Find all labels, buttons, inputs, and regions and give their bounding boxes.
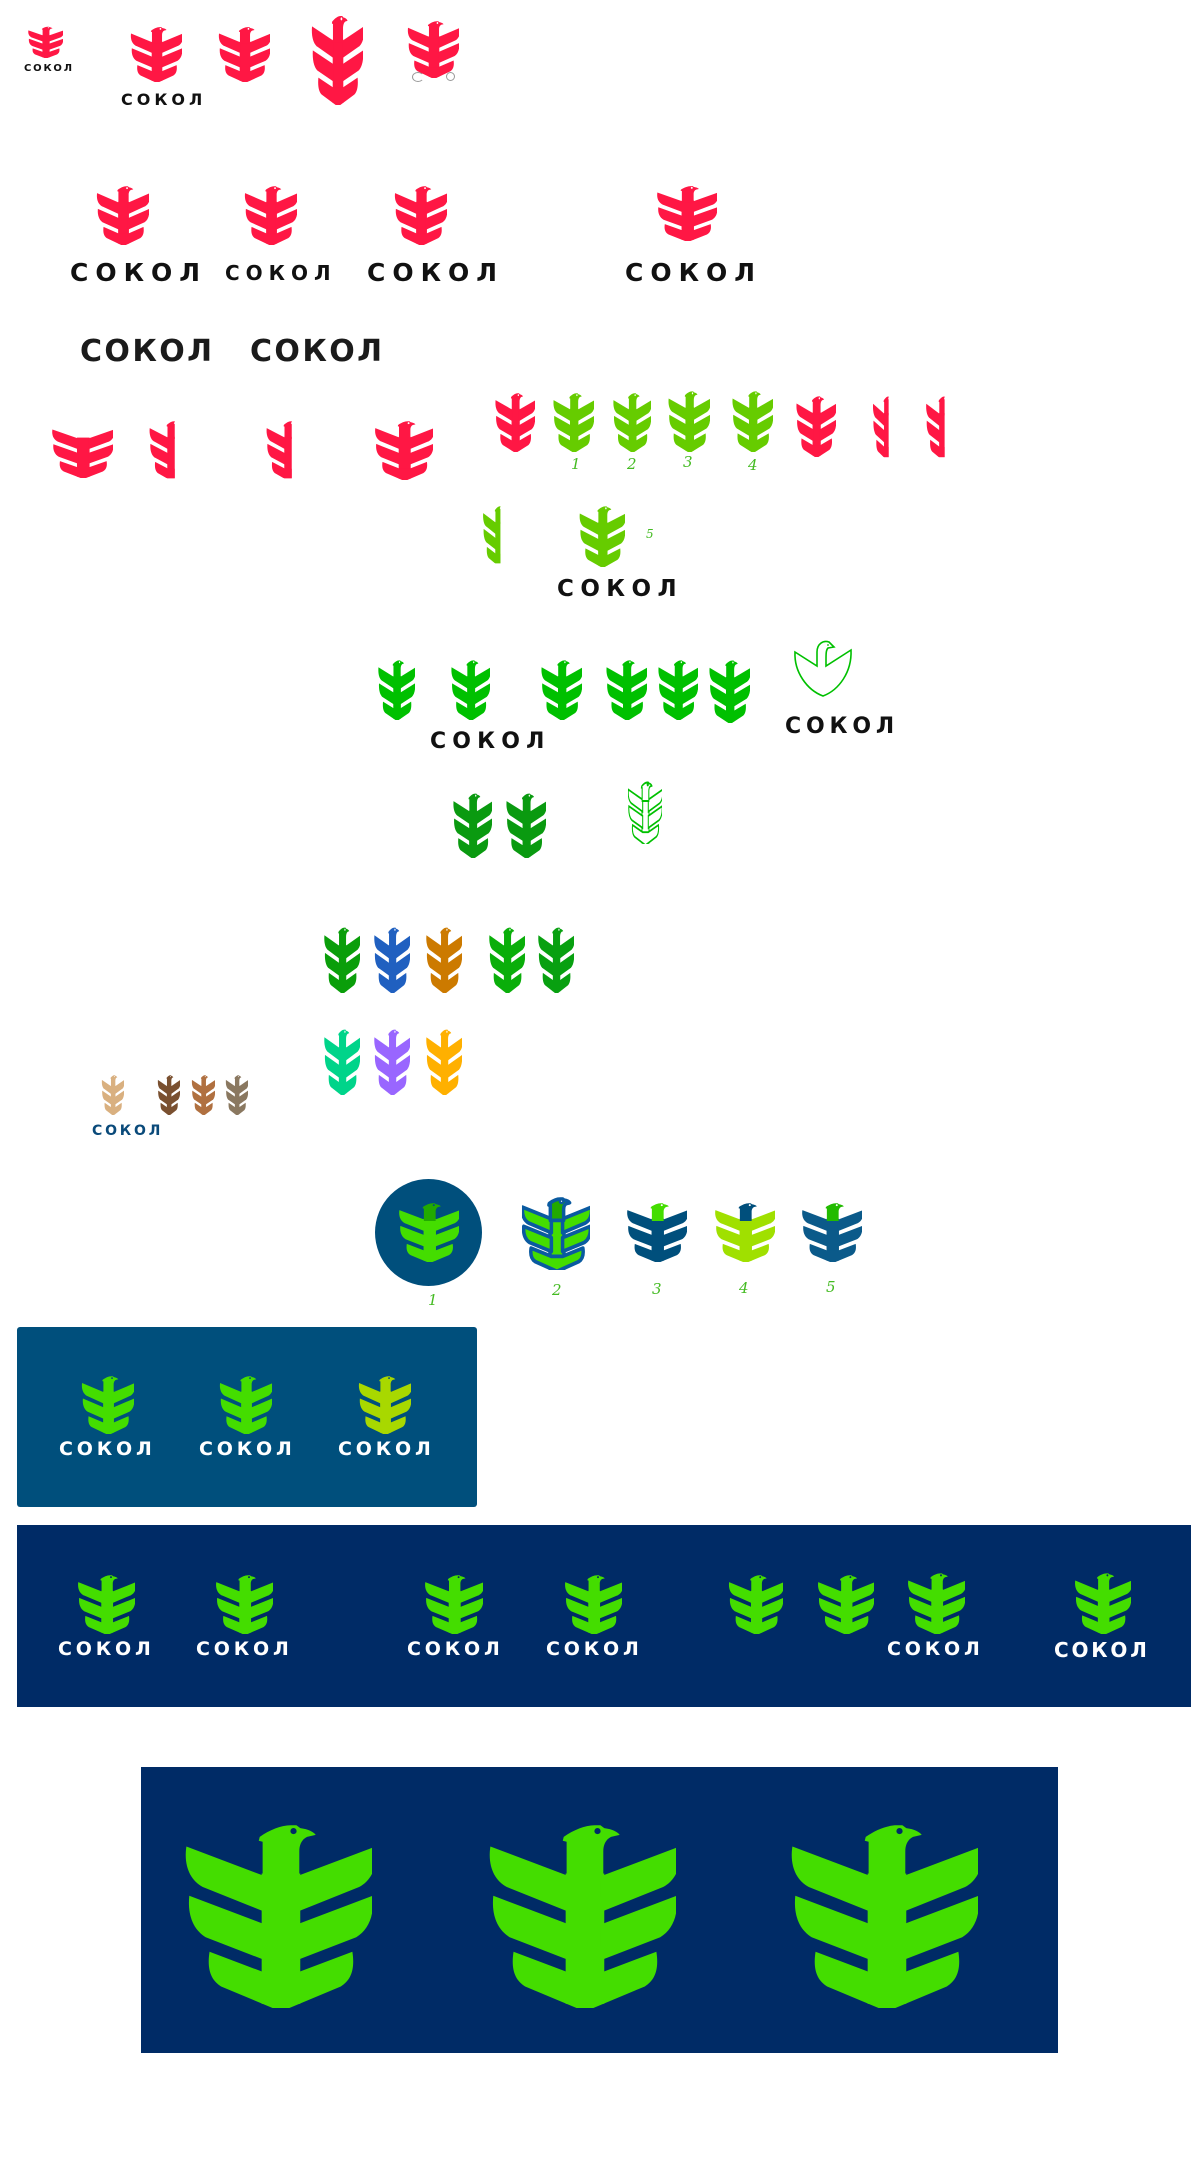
eagle-logo bbox=[505, 790, 546, 858]
eagle-logo bbox=[179, 1815, 372, 2008]
eagle-logo bbox=[357, 1373, 411, 1434]
eagle-logo bbox=[393, 183, 447, 245]
eagle-logo bbox=[494, 390, 535, 452]
eagle-logo bbox=[323, 924, 360, 993]
eagle-logo bbox=[667, 388, 710, 452]
circle-sketch-icon bbox=[412, 72, 424, 82]
eagle-logo bbox=[605, 657, 647, 720]
wordmark: СОКОЛ bbox=[546, 1638, 643, 1660]
eagle-logo bbox=[377, 657, 415, 720]
eagle-logo bbox=[563, 1572, 622, 1634]
eagle-logo bbox=[655, 183, 717, 241]
eagle-logo bbox=[452, 790, 492, 858]
eagle-logo bbox=[540, 657, 582, 720]
wordmark: СОКОЛ bbox=[557, 576, 684, 602]
eagle-logo bbox=[397, 1200, 459, 1262]
variant-label: 5 bbox=[826, 1278, 836, 1296]
wordmark: СОКОЛ bbox=[367, 258, 505, 287]
eagle-logo bbox=[816, 1572, 874, 1634]
eagle-logo bbox=[731, 388, 773, 452]
eagle-logo bbox=[157, 1073, 180, 1115]
wordmark: СОКОЛ bbox=[625, 258, 763, 287]
eagle-logo bbox=[713, 1200, 775, 1262]
eagle-outline-logo bbox=[627, 779, 662, 844]
eagle-logo bbox=[373, 924, 410, 993]
eagle-logo bbox=[243, 183, 297, 245]
eagle-half-logo bbox=[265, 418, 310, 480]
variant-label: 3 bbox=[652, 1280, 662, 1298]
wordmark: СОКОЛ bbox=[92, 1123, 164, 1139]
eagle-logo bbox=[80, 1373, 134, 1434]
eagle-logo bbox=[373, 1026, 410, 1095]
eagle-logo bbox=[406, 18, 459, 78]
eagle-half-logo bbox=[482, 503, 513, 565]
variant-label: 4 bbox=[748, 456, 758, 474]
eagle-logo bbox=[785, 1815, 978, 2008]
variant-label: 4 bbox=[739, 1279, 749, 1297]
eagle-logo bbox=[425, 1026, 462, 1095]
wordmark: СОКОЛ bbox=[121, 90, 207, 109]
eagle-logo bbox=[552, 390, 594, 452]
circle-sketch-icon bbox=[446, 72, 455, 81]
eagle-logo bbox=[612, 390, 651, 452]
wordmark: СОКОЛ bbox=[24, 63, 74, 74]
eagle-logo bbox=[373, 418, 433, 480]
eagle-logo bbox=[708, 657, 750, 723]
wordmark: СОКОЛ bbox=[430, 729, 551, 754]
eagle-logo bbox=[310, 11, 363, 105]
eagle-logo bbox=[323, 1026, 360, 1095]
eagle-logo bbox=[423, 1572, 483, 1634]
eagle-logo bbox=[727, 1572, 783, 1634]
wordmark: СОКОЛ bbox=[225, 261, 337, 285]
wings-logo bbox=[50, 420, 113, 478]
variant-label: 3 bbox=[683, 453, 693, 471]
eagle-logo bbox=[483, 1815, 676, 2008]
eagle-logo bbox=[129, 24, 182, 82]
wordmark: СОКОЛ bbox=[338, 1438, 435, 1460]
eagle-logo bbox=[795, 393, 836, 457]
eagle-logo bbox=[101, 1073, 124, 1115]
eagle-half-logo bbox=[148, 418, 193, 480]
wordmark: СОКОЛ bbox=[59, 1438, 156, 1460]
eagle-logo bbox=[906, 1570, 965, 1634]
wordmark: СОКОЛ bbox=[407, 1638, 504, 1660]
wordmark: СОКОЛ bbox=[1054, 1638, 1150, 1662]
eagle-half-logo bbox=[925, 393, 958, 459]
wordmark: СОКОЛ bbox=[199, 1438, 296, 1460]
stencil-wordmark: СОКОЛ bbox=[80, 334, 215, 369]
eagle-logo bbox=[225, 1073, 248, 1115]
eagle-logo bbox=[657, 657, 698, 720]
wordmark: СОКОЛ bbox=[58, 1638, 155, 1660]
wordmark: СОКОЛ bbox=[785, 714, 900, 739]
wordmark: СОКОЛ bbox=[70, 258, 208, 287]
eagle-logo bbox=[425, 924, 462, 993]
variant-label: 2 bbox=[627, 455, 637, 473]
eagle-logo bbox=[625, 1200, 687, 1262]
variant-label: 1 bbox=[428, 1291, 438, 1309]
dove-outline-logo bbox=[793, 638, 853, 700]
eagle-logo bbox=[95, 183, 149, 245]
eagle-logo bbox=[537, 924, 574, 993]
eagle-logo bbox=[27, 25, 63, 58]
stencil-wordmark: СОКОЛ bbox=[250, 334, 385, 369]
eagle-logo bbox=[76, 1572, 135, 1634]
wordmark: СОКОЛ bbox=[196, 1638, 293, 1660]
variant-label: 5 bbox=[646, 527, 654, 541]
eagle-logo bbox=[520, 1195, 590, 1270]
eagle-logo bbox=[578, 503, 625, 567]
variant-label: 2 bbox=[552, 1281, 562, 1299]
eagle-logo bbox=[1073, 1570, 1131, 1634]
eagle-half-logo bbox=[872, 393, 900, 459]
wordmark: СОКОЛ bbox=[887, 1638, 984, 1660]
eagle-logo bbox=[800, 1200, 862, 1262]
eagle-logo bbox=[450, 657, 490, 720]
variant-label: 1 bbox=[571, 455, 581, 473]
eagle-logo bbox=[488, 924, 525, 993]
eagle-logo bbox=[217, 24, 270, 82]
eagle-logo bbox=[214, 1572, 273, 1634]
eagle-logo bbox=[191, 1073, 215, 1115]
eagle-logo bbox=[218, 1373, 272, 1434]
